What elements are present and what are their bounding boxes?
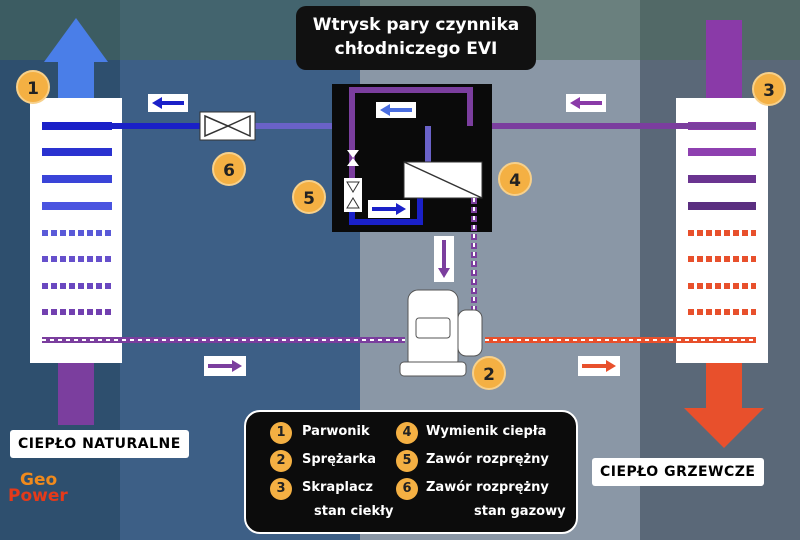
legend-num-5: 5 [396,450,418,472]
legend-label-4: Wymienik ciepła [426,424,547,439]
heat-exchanger-4 [403,161,483,199]
legend-num-2: 2 [270,450,292,472]
expansion-valve-6 [199,111,256,141]
badge-6: 6 [212,152,246,186]
logo: Geo Power [8,470,68,506]
evi-loop-top [349,87,473,206]
legend-label-3: Skraplacz [302,480,373,495]
legend-num-3: 3 [270,478,292,500]
diagram-title: Wtrysk pary czynnika chłodniczego EVI [296,6,536,70]
badge-1: 1 [16,70,50,104]
evi-liquid-return [349,190,423,225]
legend-liquid-label: stan ciekły [314,504,394,519]
flow-arrow-evi-bottom [368,200,410,218]
label-natural-heat: CIEPŁO NATURALNE [10,430,189,458]
left-arrow-head [44,18,108,62]
flow-arrow-injection [434,236,454,282]
legend-num-6: 6 [396,478,418,500]
expansion-valve-5 [344,150,362,212]
logo-power: Power [8,486,68,506]
label-heating-heat: CIEPŁO GRZEWCZE [592,458,764,486]
flow-arrow-top-right [566,94,606,112]
evaporator-lines [42,122,112,315]
badge-2: 2 [472,356,506,390]
flow-arrow-liquid-left [148,94,188,112]
compressor-2 [399,289,483,377]
badge-4: 4 [498,162,532,196]
right-arrow-bottom [706,360,742,410]
flow-arrow-suction [204,356,246,376]
legend-label-1: Parwonik [302,424,370,439]
legend-label-6: Zawór rozprężny [426,480,549,495]
legend-num-4: 4 [396,422,418,444]
legend-label-5: Zawór rozprężny [426,452,549,467]
legend-label-2: Sprężarka [302,452,377,467]
right-arrow-head [684,408,764,448]
legend-num-1: 1 [270,422,292,444]
logo-geo: Geo [20,470,58,490]
badge-3: 3 [752,72,786,106]
title-line-1: Wtrysk pary czynnika [312,15,520,35]
title-line-2: chłodniczego EVI [334,39,498,59]
flow-arrow-discharge [578,356,620,376]
legend: 1 Parwonik 2 Sprężarka 3 Skraplacz 4 Wym… [244,410,578,534]
badge-5: 5 [292,180,326,214]
legend-gas-label: stan gazowy [474,504,566,519]
flow-arrow-evi-top [376,102,416,118]
